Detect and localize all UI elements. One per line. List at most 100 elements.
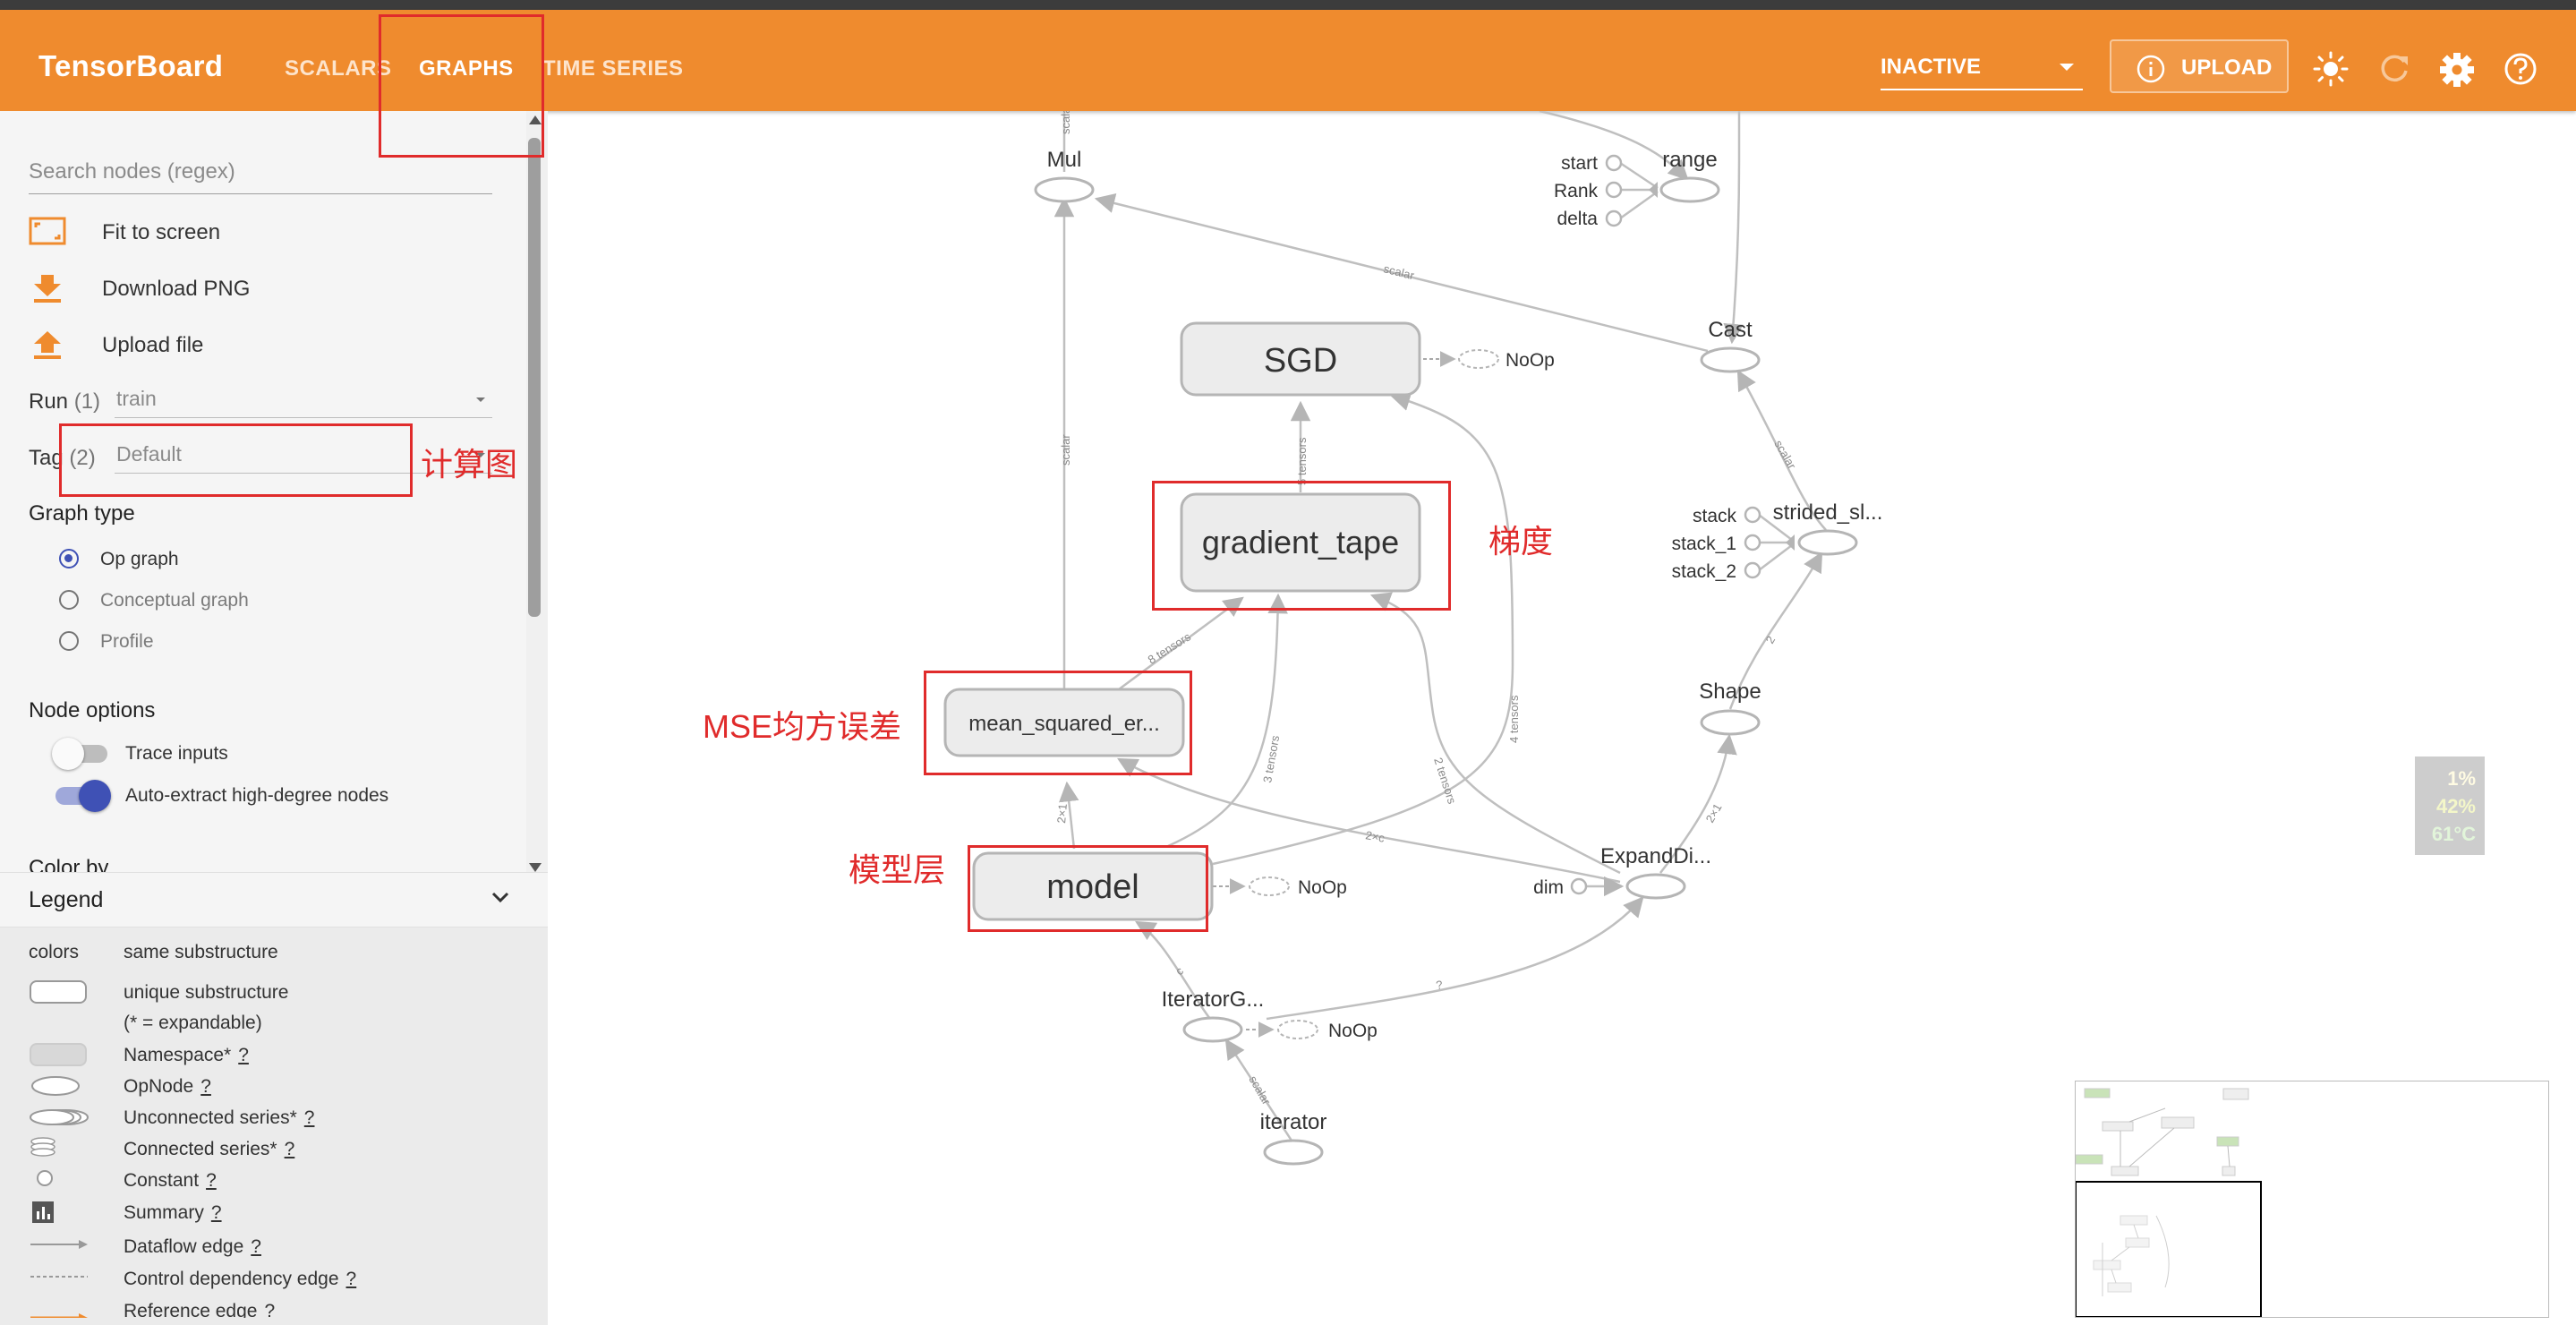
radio-op-graph[interactable]: Op graph [59,547,417,577]
minimap-node [2161,1116,2195,1129]
annotation-box-graphs-tab [379,14,544,158]
node-label-shape: Shape [1699,680,1761,704]
legend-row-text: Connected series* [124,1139,277,1159]
annotation-box-tag [59,423,413,497]
radio-conceptual-graph[interactable]: Conceptual graph [59,588,417,619]
graph-svg[interactable]: scalar scalar scalar 5 tensors 8 tensors… [548,111,2576,1325]
scroll-down-arrow-icon[interactable] [529,863,542,872]
edge-iterator-to-expand [1266,896,1644,1021]
annotation-box-model [968,845,1208,932]
node-label-model: model [1046,868,1139,906]
download-icon [29,273,66,308]
namespace-node-sgd [1180,321,1421,397]
unconnected-series-icon [29,1105,91,1134]
graph-canvas[interactable]: scalar scalar scalar 5 tensors 8 tensors… [548,111,2576,1325]
const-rank [1605,181,1623,199]
radio-profile[interactable]: Profile [59,629,417,660]
help-icon[interactable] [2503,51,2538,91]
annotation-label-mse: MSE均方误差 [703,708,902,745]
legend-row-opnode: OpNode? [0,1073,548,1100]
legend-row-label: Dataflow edge? [124,1236,261,1258]
radio-unselected-icon [59,590,79,610]
upload-file-button[interactable]: Upload file [29,326,494,365]
legend-row-label: Control dependency edge? [124,1269,356,1290]
node-label-stack: stack [1693,506,1737,526]
legend-row-label: OpNode? [124,1076,211,1098]
help-link[interactable]: ? [345,1269,357,1289]
scroll-up-arrow-icon[interactable] [529,115,542,124]
legend-header[interactable]: Legend [0,872,548,928]
namespace-node-model [972,851,1214,921]
refresh-icon[interactable] [2377,51,2411,90]
auto-extract-toggle[interactable]: Auto-extract high-degree nodes [52,778,455,814]
help-link[interactable]: ? [284,1139,295,1159]
fit-to-screen-button[interactable]: Fit to screen [29,213,494,252]
node-label-mse: mean_squared_er... [968,712,1159,736]
legend-row-expandable: (* = expandable) [0,1010,548,1037]
scrollbar-thumb[interactable] [528,138,541,617]
help-link[interactable]: ? [200,1076,211,1097]
help-link[interactable]: ? [206,1170,217,1191]
chevron-down-icon [476,453,485,457]
opnode-icon [29,1073,88,1103]
minimap-node [2107,1282,2132,1293]
annotation-label-gradient: 梯度 [1488,523,1554,560]
legend-row-label: Constant? [124,1170,217,1192]
radio-profile-label: Profile [100,631,154,652]
legend-row-text: OpNode [124,1076,194,1097]
const-stack-2 [1744,561,1761,579]
run-label: Run (1) [29,389,100,415]
upload-button[interactable]: UPLOAD [2110,39,2289,93]
node-label-noop-sgd: NoOp [1506,350,1555,371]
reference-edge-icon [29,1298,91,1318]
upload-file-label: Upload file [102,333,204,357]
control-edge-icon [29,1266,91,1295]
noop-node-sgd [1458,349,1499,369]
brightness-icon[interactable] [2313,51,2349,91]
edge-label-scalar-iter: scalar [1246,1073,1274,1107]
cpu-stat: 1% [2447,767,2476,790]
run-state-select[interactable]: INACTIVE [1881,44,2083,90]
op-node-iterator [1263,1139,1324,1166]
run-select[interactable]: train [115,383,492,418]
graph-minimap[interactable] [2075,1081,2549,1318]
help-link[interactable]: ? [303,1107,315,1128]
search-input[interactable] [29,159,492,184]
settings-icon[interactable] [2438,51,2476,93]
help-link[interactable]: ? [251,1236,261,1257]
const-stack-1 [1744,534,1761,551]
minimap-viewport [2075,1181,2262,1318]
edge-label-2xc: 2×c [1364,828,1386,845]
edge-top-to-cast [1723,111,1744,345]
legend-title: Legend [29,887,104,912]
tag-select[interactable]: Default [115,439,492,474]
minimap-node [2084,1088,2111,1098]
edge-label-scalar: scalar [1059,434,1072,466]
help-link[interactable]: ? [210,1202,222,1223]
sidebar-scrollbar[interactable] [526,111,548,872]
range-port [1649,182,1658,198]
op-node-expand-dims [1625,873,1686,900]
legend-row-namespace: Namespace*? [0,1042,548,1069]
download-png-button[interactable]: Download PNG [29,269,494,309]
help-link[interactable]: ? [238,1045,249,1065]
search-nodes[interactable] [29,158,492,194]
node-label-range: range [1662,148,1717,172]
chevron-down-icon[interactable] [490,891,510,910]
chevron-down-icon [476,398,485,402]
run-label-text: Run [29,389,69,414]
help-link[interactable]: ? [264,1301,276,1318]
legend-row-text: Unconnected series* [124,1107,297,1128]
node-label-start: start [1561,153,1598,174]
tab-scalars[interactable]: SCALARS [285,56,392,81]
auto-extract-label: Auto-extract high-degree nodes [125,785,389,806]
trace-inputs-toggle[interactable]: Trace inputs [52,736,455,772]
fit-screen-icon [29,217,66,250]
tab-graphs[interactable]: GRAPHS [419,56,514,81]
minimap-node [2111,1166,2139,1176]
minimap-svg [2075,1088,2262,1318]
legend-panel: colors same substructure unique substruc… [0,928,548,1325]
edge-label-q: ? [1435,978,1443,992]
tab-time-series[interactable]: TIME SERIES [542,56,684,81]
legend-row-label: (* = expandable) [124,1013,262,1033]
